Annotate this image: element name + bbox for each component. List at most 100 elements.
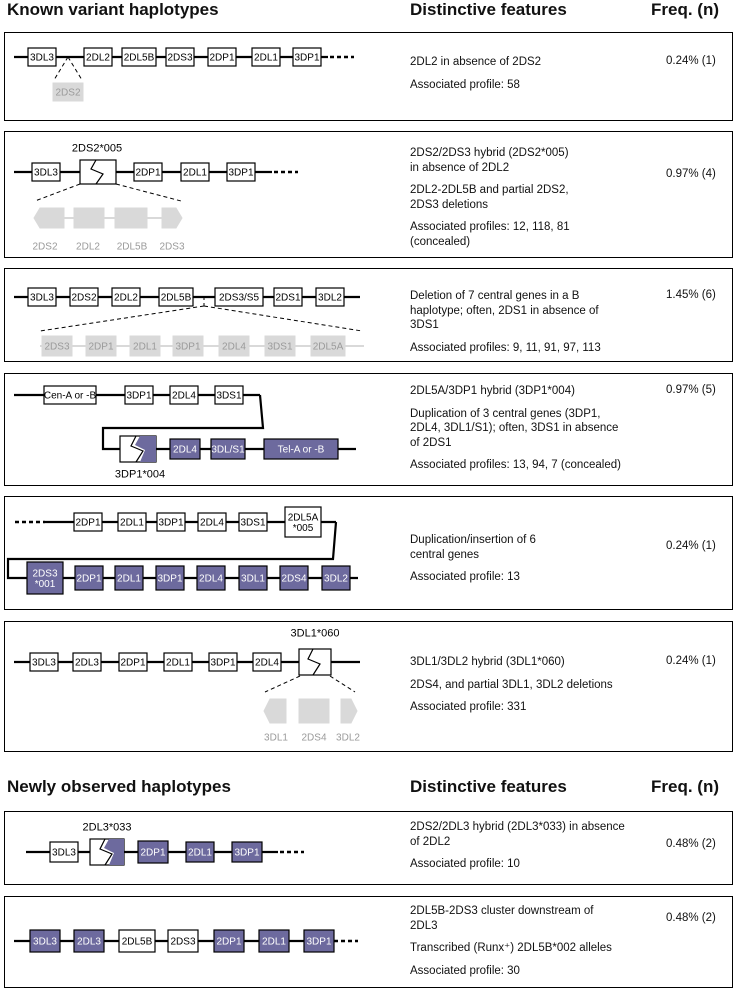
gene-label: 2DL4 — [200, 518, 224, 529]
gene-box — [52, 82, 84, 102]
gene-box — [121, 47, 157, 67]
features-header: Distinctive features — [410, 0, 567, 19]
gene-label: 2DL4 — [199, 574, 223, 585]
gene-label: 3DL3 — [30, 53, 54, 64]
known-haplotypes-header: Known variant haplotypes — [7, 0, 219, 19]
feature-text: Associated profile: 10 — [410, 858, 520, 870]
gene-box — [279, 565, 309, 591]
gene-box — [85, 335, 117, 357]
panel-1-freq: 0.24% (1) — [666, 55, 716, 67]
gene-label: Cen-A or -B — [44, 391, 97, 402]
panel-6-features: 3DL1/3DL2 hybrid (3DL1*060) 2DS4, and pa… — [410, 655, 613, 723]
gene-label: 2DS3 — [44, 342, 69, 353]
gene-label: 2DL5B — [122, 937, 153, 948]
gene-label: 2DL2 — [86, 53, 110, 64]
gene-box — [292, 47, 322, 67]
panel-4-features: 2DL5A/3DP1 hybrid (3DP1*004) Duplication… — [410, 384, 621, 481]
gene-label: 2DS3/S5 — [219, 293, 259, 304]
gene-label: 3DS1 — [216, 391, 241, 402]
gene-label: 3DP1*004 — [115, 469, 165, 481]
gene-label: 2DL2 — [114, 293, 138, 304]
gene-label: 3DP1 — [234, 848, 259, 859]
gene-box — [273, 287, 303, 307]
panel-8-freq: 0.48% (2) — [666, 912, 716, 924]
panel-2-features: 2DS2/2DS3 hybrid (2DS2*005) in absence o… — [410, 146, 570, 257]
gene-label: 3DP1 — [175, 342, 200, 353]
gene-label: 2DL4 — [173, 445, 197, 456]
gene-box — [321, 565, 351, 591]
newly-haplotypes-header: Newly observed haplotypes — [7, 777, 231, 796]
gene-box — [310, 335, 346, 357]
gene-box — [41, 335, 73, 357]
hybrid-half — [104, 839, 124, 865]
feature-text: 2DL2-2DL5B and partial 2DS2, 2DS3 deleti… — [410, 184, 569, 211]
gene-box — [264, 335, 296, 357]
gene-box — [29, 652, 59, 672]
panel-6-freq: 0.24% (1) — [666, 655, 716, 667]
feature-text: 2DS2/2DS3 hybrid (2DS2*005) in absence o… — [410, 147, 569, 174]
gene-box — [180, 162, 210, 182]
gene-label: 2DL1 — [183, 168, 207, 179]
gene-label: 3DL3 — [52, 848, 76, 859]
gene-label: 2DS3 — [170, 937, 195, 948]
gene-label: 2DL1 — [120, 518, 144, 529]
partial-deleted-gene — [33, 207, 65, 229]
gene-box — [165, 47, 195, 67]
gene-label: 3DL2 — [336, 733, 360, 744]
gene-box — [214, 385, 244, 405]
gene-box — [69, 287, 99, 307]
gene-box — [167, 929, 199, 953]
gene-label: 2DP1 — [140, 848, 165, 859]
feature-text: 2DL5A/3DP1 hybrid (3DP1*004) — [410, 385, 575, 397]
gene-box — [26, 561, 64, 595]
gene-label: 2DL3 — [75, 658, 99, 669]
feature-text: 2DL5B-2DS3 cluster downstream of 2DL3 — [410, 905, 594, 932]
hybrid-breakpoint — [90, 159, 104, 185]
gene-label: 2DS3 — [167, 53, 192, 64]
haplotype-panel-2 — [4, 131, 733, 258]
gene-box — [208, 652, 238, 672]
gene-box — [49, 841, 79, 863]
gene-label: 3DP1 — [306, 937, 331, 948]
gene-box — [27, 47, 57, 67]
gene-label: 3DL1 — [264, 733, 288, 744]
gene-box — [114, 207, 148, 229]
feature-text: 2DS4, and partial 3DL1, 3DL2 deletions — [410, 678, 613, 691]
dashed-connector — [203, 305, 363, 332]
gene-label: 3DL2 — [318, 293, 342, 304]
gene-box — [169, 385, 199, 405]
gene-box — [210, 438, 246, 460]
gene-box — [155, 565, 185, 591]
gene-box — [226, 162, 256, 182]
feature-text: 2DS2/2DL3 hybrid (2DL3*033) in absence o… — [410, 821, 625, 848]
feature-text: Associated profile: 13 — [410, 571, 520, 583]
freq-header-2: Freq. (n) — [651, 777, 719, 796]
haplotype-panel-6 — [4, 621, 733, 752]
gene-box — [303, 929, 335, 953]
partial-deleted-gene — [263, 698, 287, 724]
partial-deleted-gene — [161, 207, 183, 229]
feature-text: Transcribed (Runx⁺) 2DL5B*002 alleles — [410, 942, 612, 954]
dashed-connector — [39, 305, 205, 332]
gene-label: 2DS2 — [71, 293, 96, 304]
gene-box — [258, 929, 290, 953]
gene-label: 3DL3 — [30, 293, 54, 304]
gene-box — [31, 162, 61, 182]
dashed-connector — [53, 56, 69, 81]
hybrid-breakpoint — [99, 838, 113, 866]
gene-label: 2DL1 — [254, 53, 278, 64]
gene-box — [133, 162, 163, 182]
gene-label: 2DS2 — [55, 88, 80, 99]
gene-label: 3DP1 — [158, 518, 183, 529]
dashed-connector — [264, 675, 301, 693]
gene-label: 3DL3 — [33, 937, 57, 948]
haplotype-panel-1 — [4, 32, 733, 121]
gene-label: 2DL5B — [117, 242, 148, 253]
feature-text: Deletion of 7 central genes in a B haplo… — [410, 290, 599, 331]
gene-box — [73, 512, 103, 532]
gene-box — [117, 512, 147, 532]
gene-box — [169, 438, 201, 460]
gene-box — [118, 652, 148, 672]
gene-box — [111, 287, 141, 307]
